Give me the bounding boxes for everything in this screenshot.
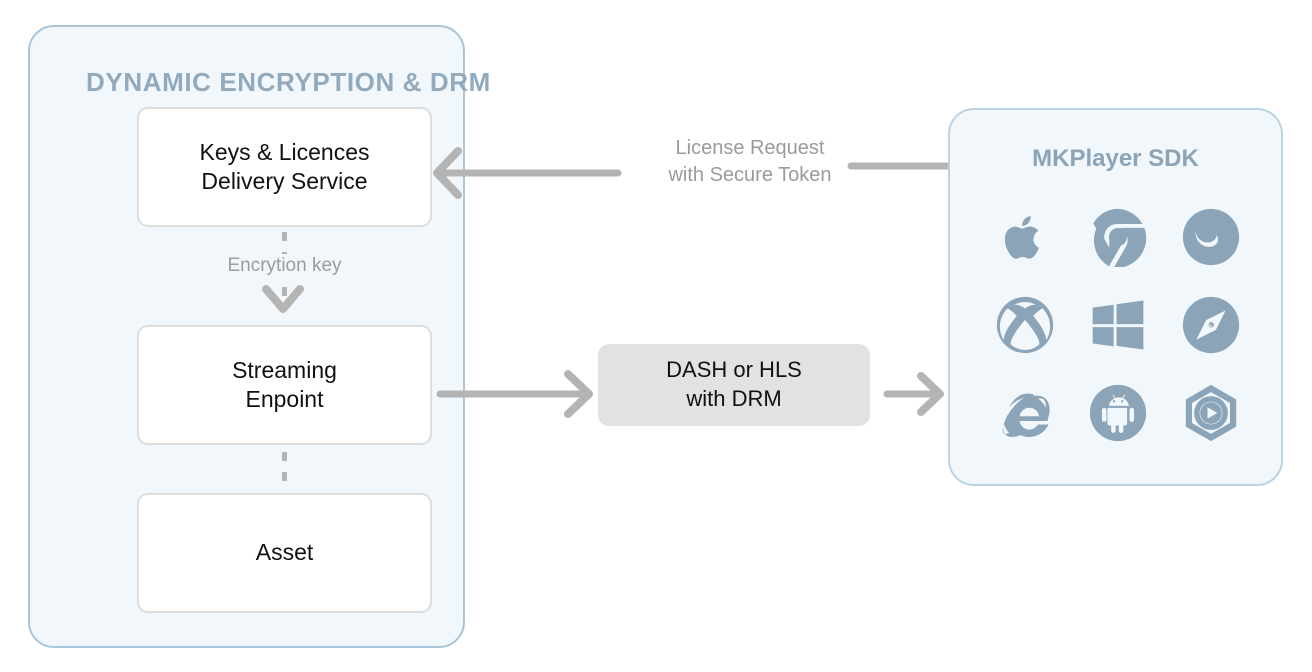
- card-streaming-text: Streaming Enpoint: [232, 356, 337, 415]
- card-streaming-line1: Streaming: [232, 356, 337, 383]
- internet-explorer-icon: [993, 381, 1057, 445]
- firefox-icon: [1179, 205, 1243, 269]
- card-asset[interactable]: Asset: [137, 493, 432, 613]
- apple-icon: [993, 205, 1057, 269]
- arrow-right-streaming-to-dash: [436, 370, 593, 418]
- card-keys-text: Keys & Licences Delivery Service: [199, 138, 369, 197]
- card-streaming-line2: Enpoint: [245, 386, 324, 412]
- dashed-connector-label-to-arrow: [282, 287, 287, 305]
- encryption-key-label: Encrytion key: [227, 255, 342, 276]
- dash-hls-line2: with DRM: [686, 386, 782, 411]
- drm-panel-title: DYNAMIC ENCRYPTION & DRM: [86, 67, 491, 97]
- dash-hls-drm-box[interactable]: DASH or HLS with DRM: [598, 344, 870, 426]
- license-request-line2: with Secure Token: [668, 164, 832, 186]
- license-request-line1: License Request: [675, 137, 825, 159]
- card-asset-text: Asset: [255, 539, 314, 566]
- license-line-right-segment: [847, 162, 951, 170]
- license-request-label: License Request with Secure Token: [620, 135, 880, 189]
- dash-hls-text: DASH or HLS with DRM: [666, 356, 802, 413]
- safari-icon: [1179, 293, 1243, 357]
- card-keys-licences-delivery-service[interactable]: Keys & Licences Delivery Service: [137, 107, 432, 227]
- card-keys-line2: Delivery Service: [201, 168, 368, 194]
- arrow-left-license-request: [433, 147, 622, 199]
- mkplayer-sdk-panel: MKPlayer SDK: [948, 108, 1283, 486]
- dashed-connector-streaming-to-asset: [282, 452, 287, 488]
- media-player-icon: [1179, 381, 1243, 445]
- android-icon: [1086, 381, 1150, 445]
- mkplayer-sdk-title: MKPlayer SDK: [1032, 145, 1199, 172]
- platform-icon-grid: [978, 205, 1257, 445]
- dashed-connector-keys-to-label: [282, 232, 287, 254]
- windows-icon: [1086, 293, 1150, 357]
- card-streaming-endpoint[interactable]: Streaming Enpoint: [137, 325, 432, 445]
- chrome-icon: [1086, 205, 1150, 269]
- dash-hls-line1: DASH or HLS: [666, 357, 802, 383]
- arrow-right-dash-to-sdk: [883, 372, 944, 416]
- arrow-down-icon: [262, 285, 304, 313]
- xbox-icon: [993, 293, 1057, 357]
- card-keys-line1: Keys & Licences: [199, 138, 370, 165]
